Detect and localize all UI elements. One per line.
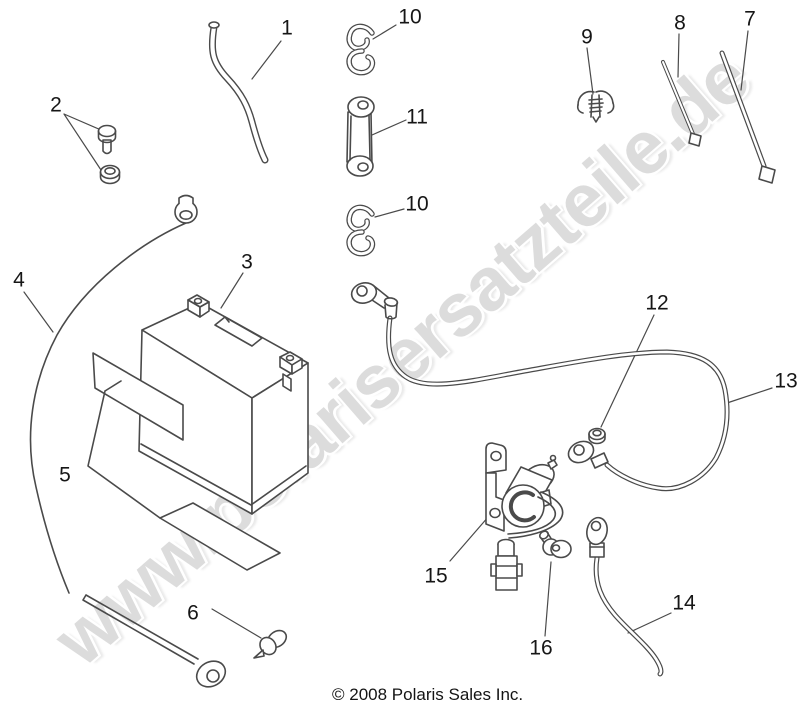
battery-drawing [138, 294, 309, 515]
callout-9-push-clip: 9 [581, 25, 593, 49]
callout-11-terminal-link: 11 [406, 105, 428, 129]
battery-decal-drawing [87, 352, 281, 571]
callout-2-terminal-bolt-nut: 2 [50, 93, 62, 117]
cable-clip-upper-drawing [346, 23, 376, 76]
vent-tube-drawing [208, 21, 269, 164]
callout-15-solenoid: 15 [424, 564, 448, 588]
cable-tie-short-drawing [661, 60, 702, 147]
callout-16-flange-bolt: 16 [529, 636, 553, 660]
terminal-bolt-drawing [97, 124, 121, 185]
solenoid-drawing [485, 442, 564, 591]
callout-4-battery-cable-front: 4 [13, 268, 25, 292]
nut-drawing [588, 427, 606, 445]
push-clip-drawing [576, 90, 615, 123]
solenoid-battery-cable-drawing [350, 282, 730, 492]
callout-6-hold-down-strap: 6 [187, 601, 199, 625]
callout-13-solenoid-cable: 13 [774, 369, 798, 393]
ground-cable-drawing [586, 516, 664, 677]
leader-lines [23, 24, 773, 639]
callout-1-battery-vent-tube: 1 [281, 16, 293, 40]
copyright-text: © 2008 Polaris Sales Inc. [332, 685, 524, 704]
terminal-link-drawing [346, 96, 375, 177]
cable-tie-long-drawing [719, 50, 776, 184]
callout-14-ground-cable: 14 [672, 591, 696, 615]
callout-8-cable-tie-short: 8 [674, 11, 686, 35]
callout-12-nut: 12 [645, 291, 669, 315]
callout-5-battery-decal: 5 [59, 463, 71, 487]
callout-3-battery: 3 [241, 250, 253, 274]
battery-cable-front-drawing [29, 194, 198, 594]
hold-down-strap-drawing [82, 594, 288, 688]
flange-bolt-drawing [539, 530, 572, 559]
cable-clip-lower-drawing [346, 204, 376, 257]
callout-10-clip-lower: 10 [405, 192, 429, 216]
callout-7-cable-tie-long: 7 [744, 7, 756, 31]
callout-10-clip-upper: 10 [398, 5, 422, 29]
